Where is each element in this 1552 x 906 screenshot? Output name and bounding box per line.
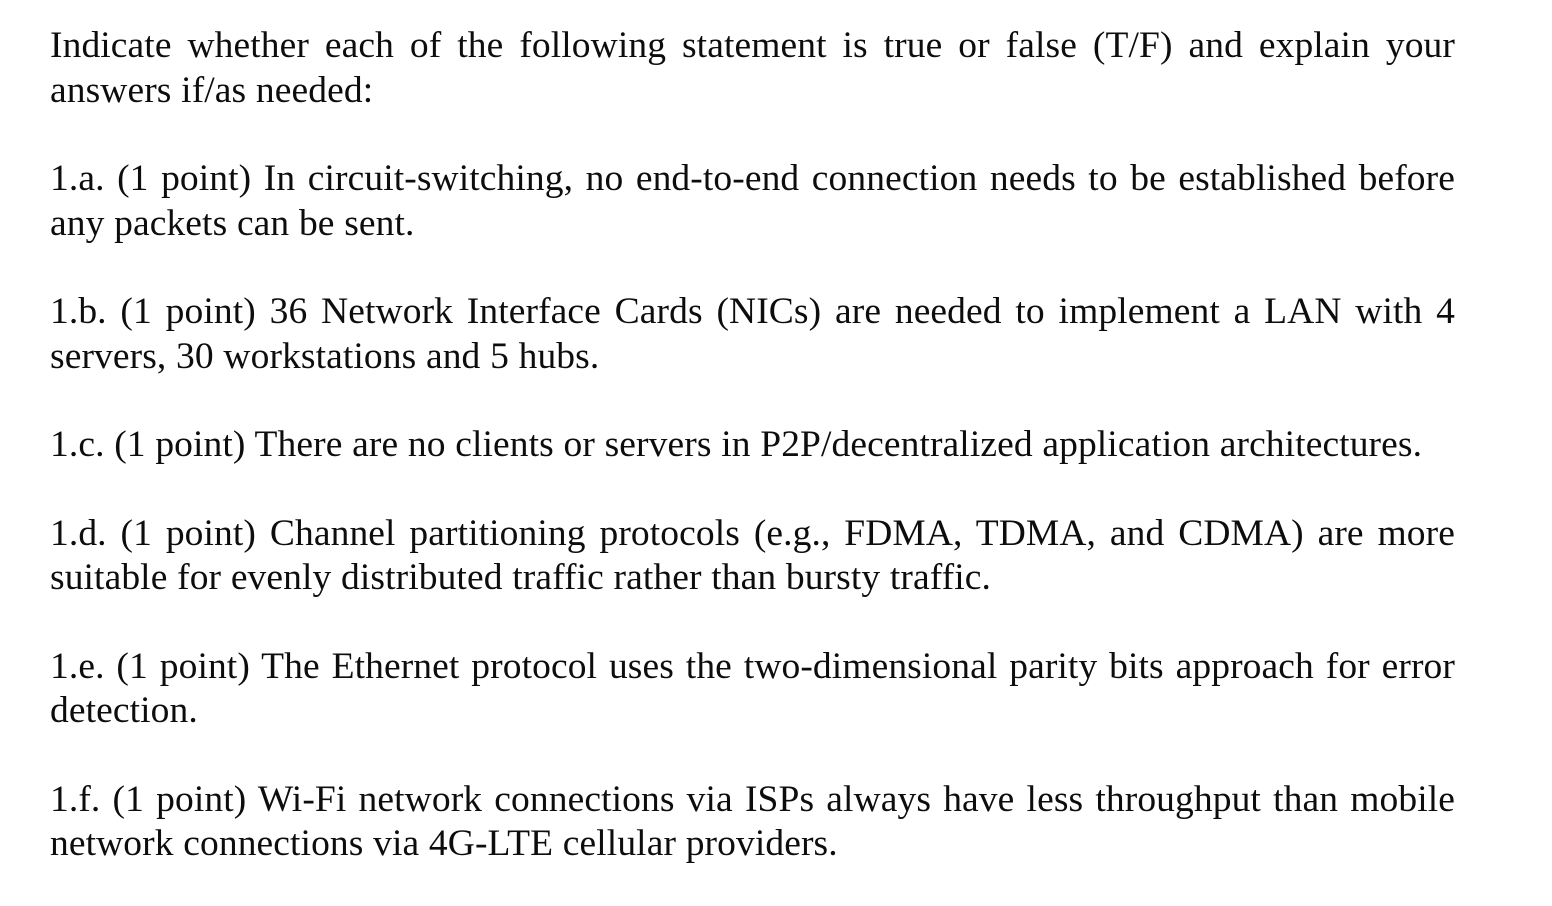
question-1b: 1.b. (1 point) 36 Network Interface Card…: [50, 291, 1455, 377]
question-1d: 1.d. (1 point) Channel partitioning prot…: [50, 512, 1455, 599]
question-1e: 1.e. (1 point) The Ethernet protocol use…: [50, 645, 1455, 732]
intro-paragraph: Indicate whether each of the following s…: [50, 25, 1455, 111]
question-1c: 1.c. (1 point) There are no clients or s…: [50, 424, 1423, 465]
document-body: Indicate whether each of the following s…: [50, 24, 1455, 867]
question-1a: 1.a. (1 point) In circuit-switching, no …: [50, 158, 1455, 244]
question-1f: 1.f. (1 point) Wi-Fi network connections…: [50, 778, 1455, 865]
